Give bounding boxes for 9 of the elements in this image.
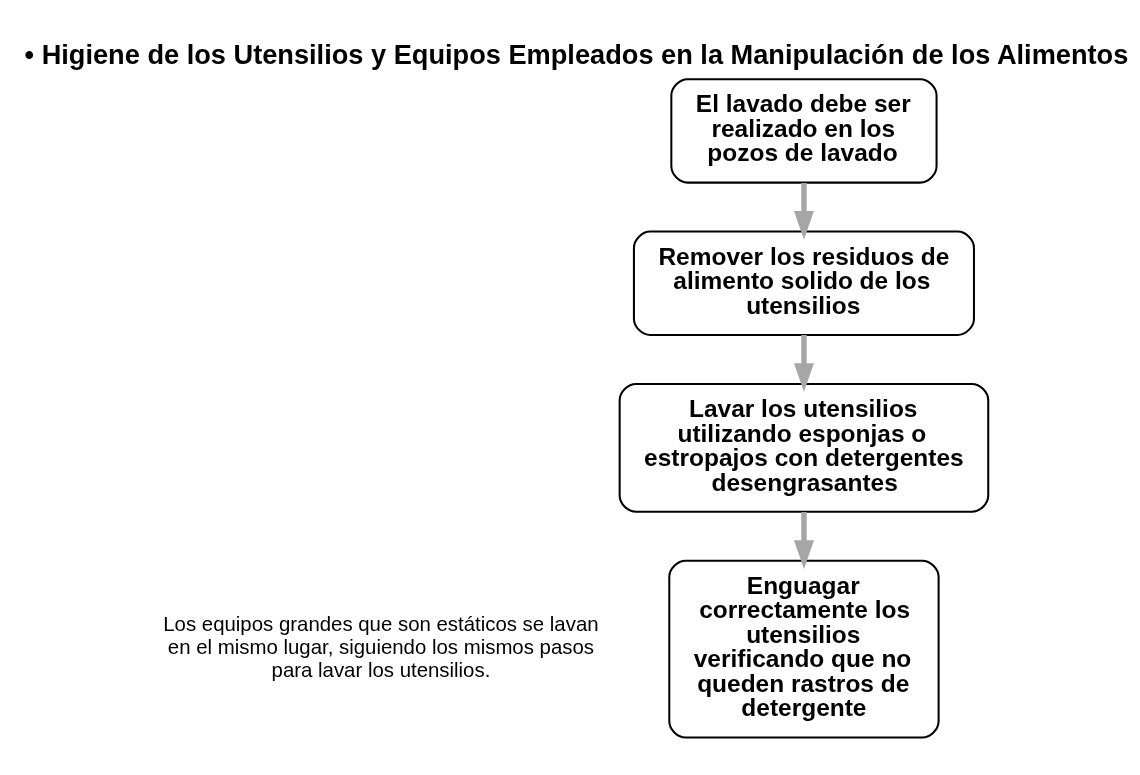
arrow [793,511,814,569]
arrow [793,182,814,240]
node-box: Lavar los utensilios utilizando esponjas o estropajos con detergentes desengrasantes [618,382,990,513]
node-box: El lavado debe ser realizado en los pozos de lavado [670,77,938,184]
node-box: Enguagar correctamente los utensilios verificando que no queden rastros de detergente [668,559,940,739]
label: Los equipos grandes que son estáticos se lavan en el mismo lugar, siguiendo los mismos pasos para lavar los utensilios. [163,612,599,681]
arrow [793,334,814,392]
diagram-title: • Higiene de los Utensilios y Equipos Empleados en la Manipulación de los Alimentos [24,38,1129,70]
node-box: Remover los residuos de alimento solido de los utensilios [632,230,975,336]
